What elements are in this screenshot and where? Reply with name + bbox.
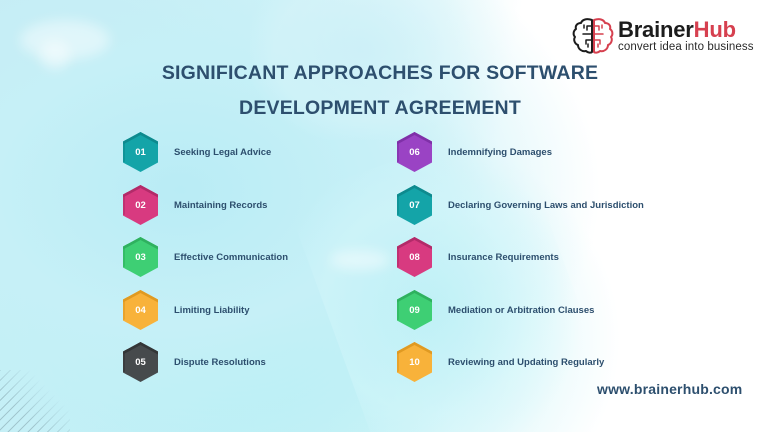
background-highlight <box>20 20 110 60</box>
hexagon-icon <box>123 185 158 225</box>
item-number: 10 <box>409 356 420 368</box>
hexagon-icon <box>397 132 432 172</box>
item-number: 05 <box>135 356 146 368</box>
hexagon-icon <box>397 185 432 225</box>
list-item: 07 Declaring Governing Laws and Jurisdict… <box>396 184 644 226</box>
list-item: 03 Effective Communication <box>122 236 288 278</box>
item-number: 08 <box>409 251 420 263</box>
item-label: Seeking Legal Advice <box>174 146 272 158</box>
background-highlight <box>40 40 70 70</box>
hexagon-badge: 08 <box>396 236 433 278</box>
website-link[interactable]: www.brainerhub.com <box>597 381 743 397</box>
list-item: 02 Maintaining Records <box>122 184 267 226</box>
hexagon-icon <box>397 290 432 330</box>
item-label: Declaring Governing Laws and Jurisdictio… <box>448 199 644 211</box>
hexagon-badge: 07 <box>396 184 433 226</box>
hexagon-badge: 06 <box>396 131 433 173</box>
item-number: 07 <box>409 199 420 211</box>
list-item: 06 Indemnifying Damages <box>396 131 552 173</box>
hexagon-badge: 04 <box>122 289 159 331</box>
background-wash <box>250 0 470 140</box>
hexagon-badge: 03 <box>122 236 159 278</box>
item-number: 04 <box>135 304 146 316</box>
brain-circuit-icon <box>572 18 614 54</box>
list-item: 10 Reviewing and Updating Regularly <box>396 341 604 383</box>
item-number: 02 <box>135 199 146 211</box>
list-item: 09 Mediation or Arbitration Clauses <box>396 289 594 331</box>
page-title-line2: DEVELOPMENT AGREEMENT <box>239 97 521 119</box>
diagonal-stripes-decoration <box>0 370 70 432</box>
brand-name-part1: Brainer <box>618 17 694 42</box>
list-item: 01 Seeking Legal Advice <box>122 131 271 173</box>
background-highlight <box>330 250 390 270</box>
hexagon-icon <box>123 290 158 330</box>
hexagon-icon <box>123 132 158 172</box>
hexagon-icon <box>397 342 432 382</box>
list-item: 05 Dispute Resolutions <box>122 341 266 383</box>
list-item: 04 Limiting Liability <box>122 289 249 331</box>
hexagon-badge: 05 <box>122 341 159 383</box>
hexagon-icon <box>123 237 158 277</box>
hexagon-badge: 01 <box>122 131 159 173</box>
brand-logo: BrainerHub convert idea into business <box>572 17 754 55</box>
hexagon-icon <box>123 342 158 382</box>
item-label: Mediation or Arbitration Clauses <box>448 304 595 316</box>
brand-name: BrainerHub <box>618 19 754 41</box>
page-title-line1: SIGNIFICANT APPROACHES FOR SOFTWARE <box>161 62 599 84</box>
brand-tagline: convert idea into business <box>618 41 754 53</box>
item-number: 06 <box>409 146 420 158</box>
hexagon-badge: 02 <box>122 184 159 226</box>
hexagon-icon <box>397 237 432 277</box>
item-label: Insurance Requirements <box>448 251 559 263</box>
list-item: 08 Insurance Requirements <box>396 236 559 278</box>
item-number: 03 <box>135 251 146 263</box>
item-label: Limiting Liability <box>174 304 250 316</box>
item-label: Reviewing and Updating Regularly <box>448 356 605 368</box>
item-number: 01 <box>135 146 146 158</box>
item-label: Maintaining Records <box>174 199 268 211</box>
item-number: 09 <box>409 304 420 316</box>
item-label: Effective Communication <box>174 251 289 263</box>
hexagon-badge: 09 <box>396 289 433 331</box>
item-label: Dispute Resolutions <box>174 356 266 368</box>
item-label: Indemnifying Damages <box>448 146 552 158</box>
hexagon-badge: 10 <box>396 341 433 383</box>
brand-name-part2: Hub <box>693 17 736 42</box>
